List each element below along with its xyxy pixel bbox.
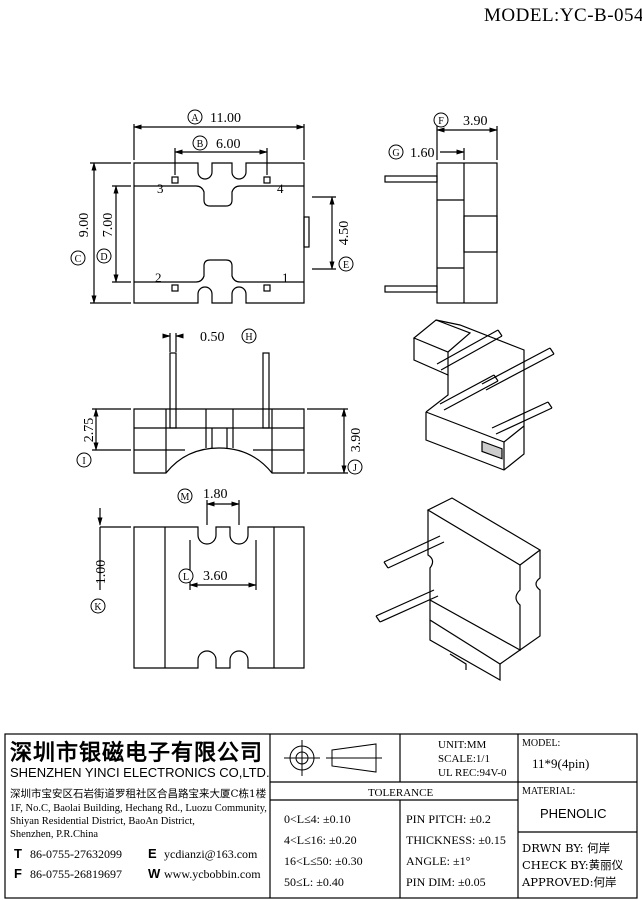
marker-L-letter: L	[183, 572, 189, 583]
tel-number: 86-0755-27632099	[30, 847, 122, 861]
marker-B	[192, 135, 208, 151]
tolerance-left-0: 0<L≤4: ±0.10	[284, 812, 351, 826]
company-name-en: SHENZHEN YINCI ELECTRONICS CO,LTD.	[10, 765, 270, 780]
pin-label-3: 3	[157, 181, 164, 196]
top-view-outline	[133, 162, 305, 304]
tolerance-right-2: ANGLE: ±1°	[406, 854, 471, 868]
marker-E	[338, 256, 354, 272]
pin-label-2: 2	[155, 270, 162, 285]
dim-E-value: 4.50	[337, 221, 352, 246]
marker-I-letter: I	[82, 456, 85, 467]
model-label: MODEL:	[522, 738, 560, 749]
model-value: 11*9(4pin)	[532, 756, 589, 771]
marker-C-letter: C	[75, 254, 82, 265]
address-en-1: 1F, No.C, Baolai Building, Hechang Rd., …	[10, 803, 267, 814]
tolerance-right-0: PIN PITCH: ±0.2	[406, 812, 491, 826]
pin-label-1: 1	[282, 270, 289, 285]
marker-C	[70, 250, 86, 266]
tolerance-right-3: PIN DIM: ±0.05	[406, 875, 486, 889]
tolerance-title: TOLERANCE	[368, 787, 433, 799]
dim-G-value: 1.60	[410, 146, 435, 161]
technical-drawing: A B C D E F G H I J K L M 11.00 6.00 3.9…	[70, 109, 555, 682]
tolerance-left-2: 16<L≤50: ±0.30	[284, 854, 363, 868]
website: www.ycbobbin.com	[164, 867, 261, 881]
check-by: CHECK BY:黄丽仪	[522, 858, 624, 872]
isometric-view-2	[375, 497, 542, 682]
address-en-2: Shiyan Residential District, BaoAn Distr…	[10, 816, 195, 827]
marker-D	[96, 248, 112, 264]
ul-rec-text: UL REC:94V-0	[438, 767, 507, 779]
marker-H-letter: H	[245, 332, 252, 343]
marker-A	[187, 109, 203, 125]
marker-A-letter: A	[191, 113, 199, 124]
pin-label-4: 4	[277, 181, 284, 196]
approved-by: APPROVED:何岸	[521, 875, 616, 889]
marker-F	[433, 112, 449, 128]
dim-F-value: 3.90	[463, 114, 488, 129]
email-label: E	[148, 846, 157, 861]
tolerance-left-1: 4<L≤16: ±0.20	[284, 833, 357, 847]
dim-H-value: 0.50	[200, 330, 225, 345]
scale-text: SCALE:1/1	[438, 753, 490, 765]
dim-L-value: 3.60	[203, 569, 228, 584]
bottom-view	[97, 500, 305, 669]
pin-hole-2	[171, 284, 179, 292]
material-label: MATERIAL:	[522, 786, 575, 797]
web-label: W	[148, 866, 161, 881]
marker-M	[177, 488, 193, 504]
pin-hole-3	[171, 176, 179, 184]
tolerance-left-3: 50≤L: ±0.40	[284, 875, 344, 889]
dim-A-value: 11.00	[210, 111, 241, 126]
dim-I-value: 2.75	[82, 418, 97, 443]
marker-F-letter: F	[438, 116, 444, 127]
marker-B-letter: B	[197, 139, 204, 150]
top-view	[90, 124, 336, 304]
title-block: 深圳市银磁电子有限公司 SHENZHEN YINCI ELECTRONICS C…	[4, 733, 638, 899]
marker-I	[76, 452, 92, 468]
marker-D-letter: D	[100, 252, 107, 263]
tolerance-right-1: THICKNESS: ±0.15	[406, 833, 506, 847]
model-title: MODEL:YC-B-054	[484, 5, 642, 26]
pin-hole-4	[263, 176, 271, 184]
side-view	[384, 126, 498, 304]
front-view	[92, 333, 348, 474]
dim-M-value: 1.80	[203, 487, 228, 502]
marker-K	[90, 598, 106, 614]
company-name-cn: 深圳市银磁电子有限公司	[10, 740, 263, 766]
address-cn: 深圳市宝安区石岩街道罗租社区合昌路宝来大厦C栋1楼	[10, 787, 267, 800]
email-address: ycdianzi@163.com	[164, 847, 258, 861]
dim-K-value: 1.00	[94, 560, 109, 585]
address-en-3: Shenzhen, P.R.China	[10, 829, 98, 840]
marker-G	[388, 144, 404, 160]
dim-J-value: 3.90	[349, 428, 364, 453]
unit-text: UNIT:MM	[438, 739, 487, 751]
marker-M-letter: M	[181, 492, 190, 503]
marker-J	[347, 459, 363, 475]
dim-C-value: 9.00	[77, 213, 92, 238]
material-value: PHENOLIC	[540, 806, 606, 821]
marker-L	[178, 568, 194, 584]
projection-symbol	[284, 740, 382, 776]
fax-number: 86-0755-26819697	[30, 867, 122, 881]
marker-G-letter: G	[392, 148, 399, 159]
marker-J-letter: J	[353, 463, 357, 474]
dim-D-value: 7.00	[101, 213, 116, 238]
pin-hole-1	[263, 284, 271, 292]
fax-label: F	[14, 866, 22, 881]
tel-label: T	[14, 846, 22, 861]
dim-B-value: 6.00	[216, 137, 241, 152]
marker-K-letter: K	[94, 602, 102, 613]
marker-H	[241, 328, 257, 344]
isometric-view-1	[412, 319, 555, 471]
marker-E-letter: E	[343, 260, 349, 271]
drawn-by: DRWN BY: 何岸	[522, 841, 610, 855]
